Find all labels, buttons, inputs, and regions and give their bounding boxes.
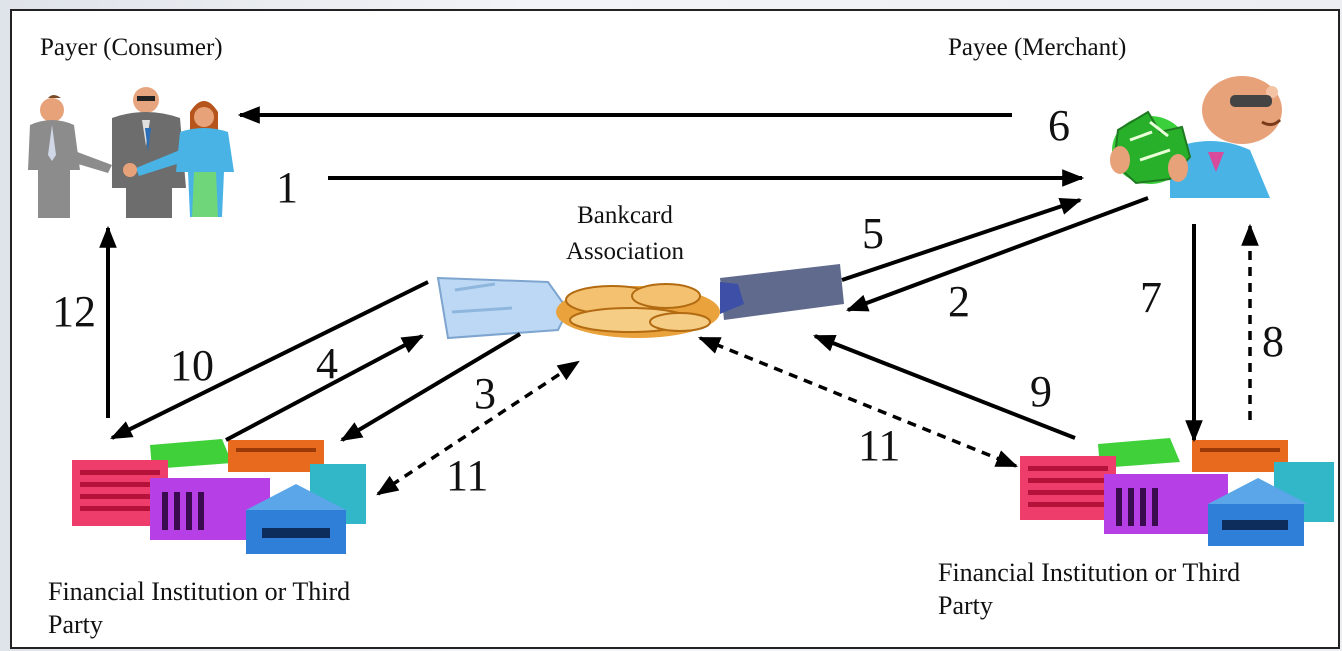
association-label: Bankcard Association — [565, 202, 685, 265]
step-10-label: 10 — [170, 341, 214, 390]
step-6-label: 6 — [1048, 101, 1070, 150]
arrow-step-5 — [841, 197, 1083, 282]
step-12-label: 12 — [52, 287, 96, 336]
arrow-step-11-right — [697, 336, 1019, 468]
step-5-label: 5 — [862, 209, 884, 258]
left-institution-buildings-icon — [72, 439, 366, 554]
arrow-step-2 — [845, 196, 1149, 312]
step-1-label: 1 — [276, 163, 298, 212]
arrow-step-4 — [225, 334, 424, 442]
payee-label: Payee (Merchant) — [948, 34, 1127, 61]
arrow-step-10 — [110, 280, 429, 440]
step-4-label: 4 — [316, 339, 338, 388]
payer-people-icon — [28, 87, 234, 218]
step-7-label: 7 — [1140, 273, 1162, 322]
handshake-coins-icon — [436, 264, 844, 340]
step-11-right-label: 11 — [858, 421, 901, 470]
left-institution-label: Financial Institution or Third Party — [48, 577, 351, 639]
step-8-label: 8 — [1262, 317, 1284, 366]
step-11-left-label: 11 — [446, 451, 489, 500]
step-2-label: 2 — [948, 277, 970, 326]
arrow-step-11-left — [376, 360, 580, 496]
merchant-money-icon — [1110, 76, 1282, 198]
payer-label: Payer (Consumer) — [40, 34, 223, 61]
step-3-label: 3 — [474, 369, 496, 418]
right-institution-label: Financial Institution or Third Party — [938, 558, 1241, 620]
right-institution-buildings-icon — [1020, 438, 1334, 546]
step-9-label: 9 — [1030, 367, 1052, 416]
